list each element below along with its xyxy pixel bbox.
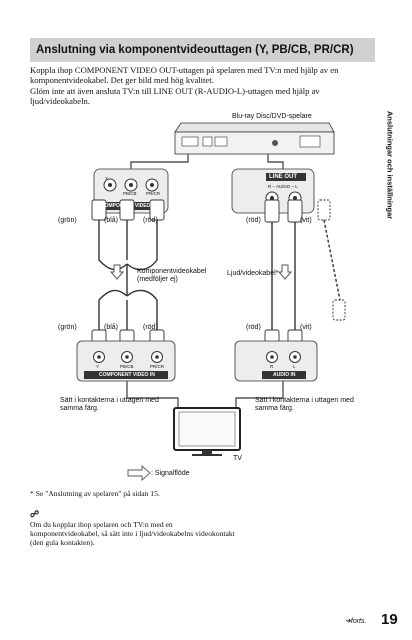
signal-arrows-middle [109, 264, 293, 280]
continued-indicator: ➜forts. [345, 617, 366, 625]
tip-text: Om du kopplar ihop spelaren och TV:n med… [30, 520, 235, 548]
signal-arrows-bottom [126, 381, 284, 410]
signal-legend-arrow [127, 465, 151, 481]
top-left-color-green: (grön) [58, 217, 77, 224]
match-note-left: Sätt i kontakterna i uttagen med samma f… [60, 397, 159, 413]
component-plugs-top [91, 199, 165, 221]
player-label: Blu-ray Disc/DVD-spelare [232, 113, 312, 120]
bottom-left-color-green: (grön) [58, 324, 77, 331]
component-out-jack-pb: PB/CB [123, 191, 137, 196]
audio-in-jack-r: R [270, 364, 274, 369]
arrow-right-icon: ➜ [345, 618, 351, 625]
audio-in-jack-l: L [293, 364, 296, 369]
top-right-color-white: (vit) [300, 217, 312, 224]
footnote: * Se "Anslutning av spelaren" på sidan 1… [30, 489, 160, 498]
top-left-color-blue: (blå) [104, 217, 119, 224]
signal-legend-label: : Signalflöde [151, 470, 190, 477]
component-in-jack-y: Y [96, 364, 100, 369]
audio-in-label: AUDIO IN [273, 372, 296, 378]
audio-in-panel [234, 340, 318, 382]
component-in-jack-pr: PR/CR [150, 364, 165, 369]
audio-cables [271, 219, 341, 330]
match-note-right: Sätt i kontakterna i uttagen med samma f… [255, 397, 354, 413]
component-in-jack-pb: PB/CB [120, 364, 134, 369]
intro-paragraph-1: Koppla ihop COMPONENT VIDEO OUT-uttagen … [30, 65, 339, 86]
av-cable-label: Ljud/videokabel* [227, 270, 279, 277]
bottom-left-color-red: (röd) [143, 324, 158, 331]
line-out-label: LINE OUT [269, 174, 297, 180]
signal-arrows-top [130, 154, 284, 169]
bottom-right-color-red: (röd) [246, 324, 261, 331]
bottom-left-color-blue: (blå) [104, 324, 119, 331]
component-out-jack-pr: PR/CR [146, 191, 161, 196]
continued-label: forts. [350, 618, 367, 625]
component-in-label: COMPONENT VIDEO IN [99, 372, 155, 378]
intro-text: Koppla ihop COMPONENT VIDEO OUT-uttagen … [30, 65, 380, 106]
component-in-panel [76, 340, 176, 382]
tip-icon: ☍ [30, 509, 40, 519]
page-number: 19 [381, 611, 398, 628]
top-right-color-red: (röd) [246, 217, 261, 224]
component-out-label: COMPONENT VIDEO OUT [101, 203, 163, 209]
intro-paragraph-2: Glöm inte att även ansluta TV:n till LIN… [30, 85, 320, 106]
line-out-sub: R – AUDIO – L [268, 184, 298, 189]
component-cables [98, 220, 158, 330]
top-left-color-red: (röd) [143, 217, 158, 224]
audio-plugs-top [264, 199, 331, 223]
tv-label: TV [233, 455, 242, 462]
player-illustration [174, 122, 335, 155]
component-out-jack-y: Y [105, 176, 109, 181]
tv-illustration [173, 407, 241, 456]
bottom-right-color-white: (vit) [300, 324, 312, 331]
component-cable-label: Komponentvideokabel (medföljer ej) [137, 268, 207, 283]
section-title: Anslutning via komponentvideouttagen (Y,… [30, 38, 375, 62]
